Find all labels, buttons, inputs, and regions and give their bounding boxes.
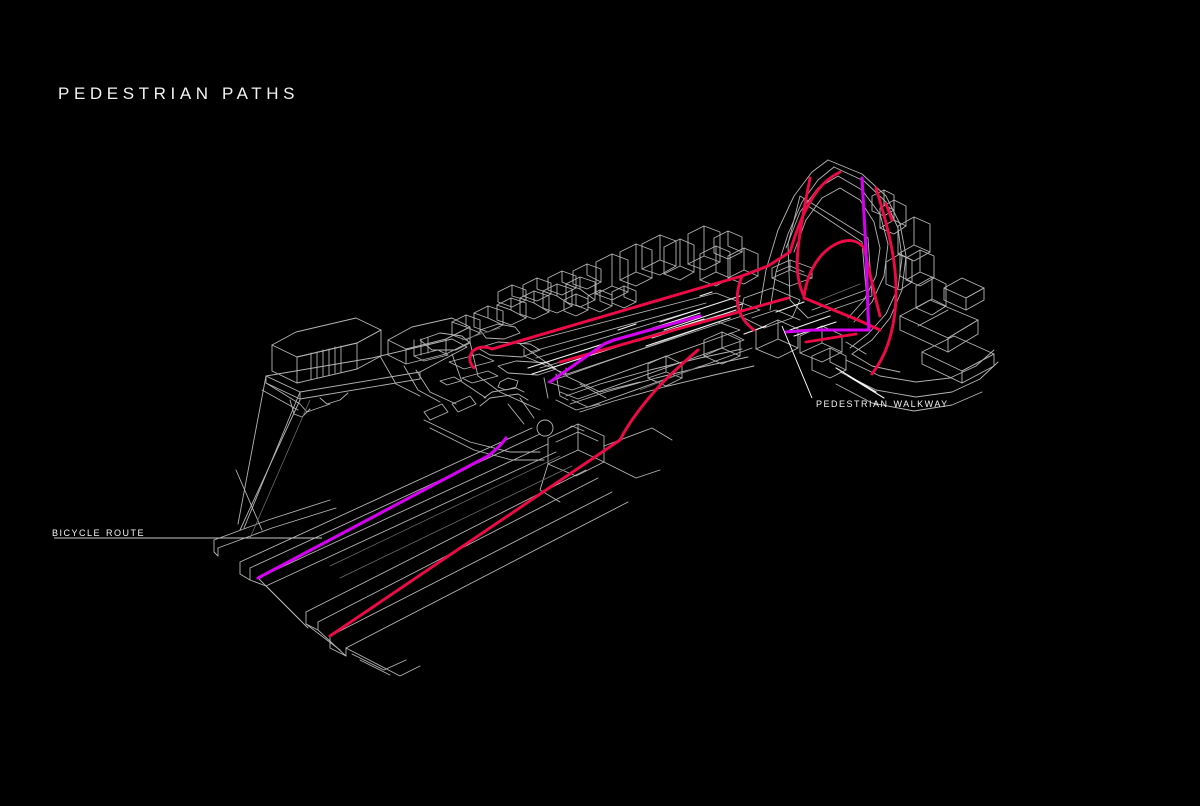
callout-leaders <box>54 325 813 539</box>
callout-label-pedestrian-walkway: Pedestrian Walkway <box>816 396 949 410</box>
dim-linework-layer <box>249 283 861 579</box>
pedestrian-walkway-route <box>328 170 898 638</box>
callout-label-bicycle-route: Bicycle Route <box>52 525 145 539</box>
page-title: PEDESTRIAN PATHS <box>58 84 300 103</box>
bicycle-route <box>256 176 871 580</box>
highlight-linework-layer <box>527 291 885 399</box>
site-linework-layer <box>213 159 999 677</box>
